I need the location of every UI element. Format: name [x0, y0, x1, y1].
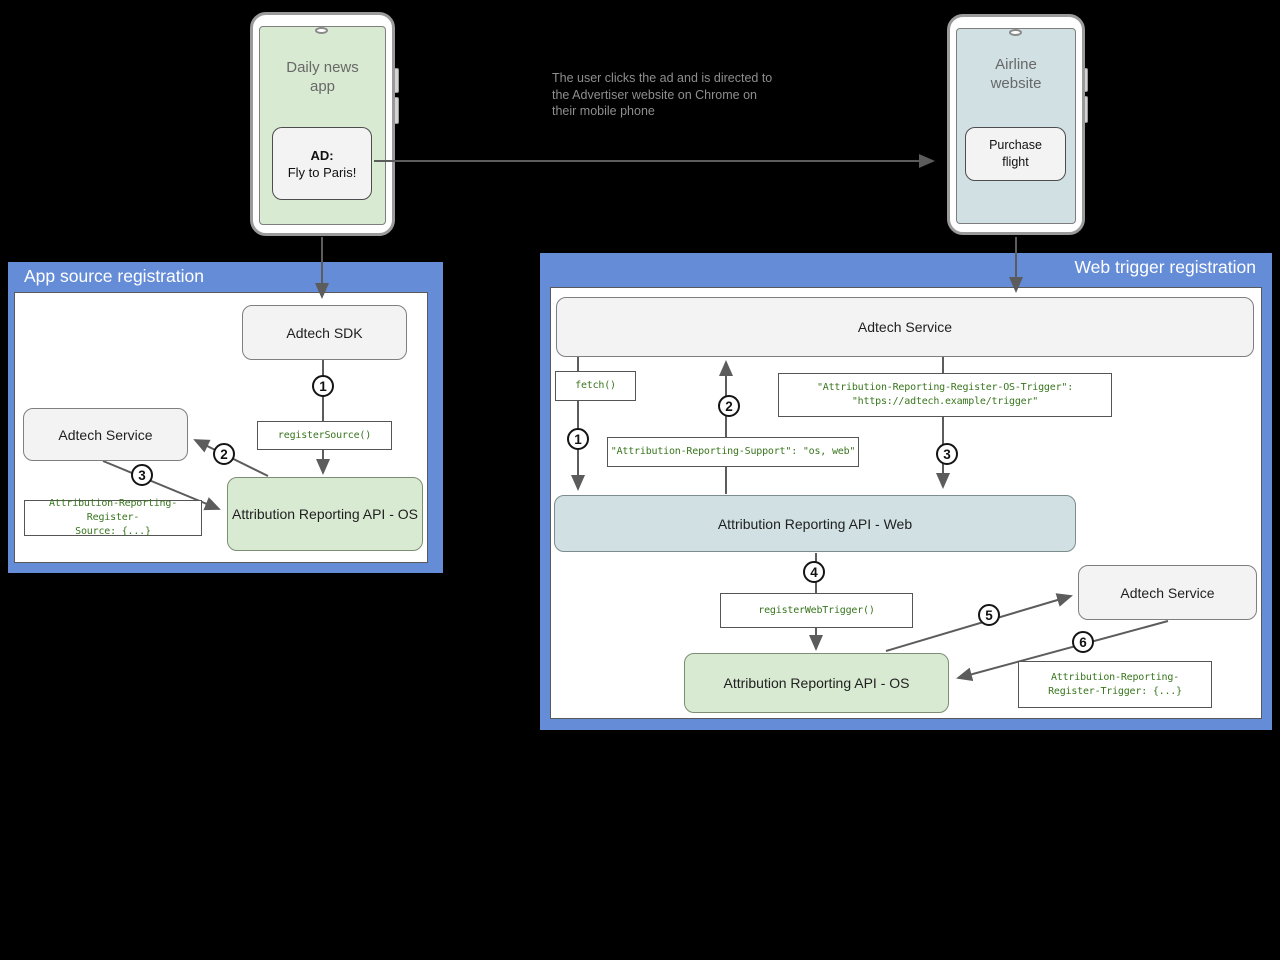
- web-adtech-service-right-label: Adtech Service: [1120, 584, 1215, 601]
- web-adtech-service-right-node: Adtech Service: [1078, 565, 1257, 620]
- web-ara-os-node: Attribution Reporting API - OS: [684, 653, 949, 713]
- purchase-flight-card[interactable]: Purchase flight: [965, 127, 1066, 181]
- web-register-web-trigger-label: registerWebTrigger(): [758, 604, 875, 616]
- web-fetch-call: fetch(): [555, 371, 636, 401]
- web-trigger-panel-title: Web trigger registration: [1074, 257, 1256, 277]
- web-register-trigger-header-label: Attribution-Reporting- Register-Trigger:…: [1048, 671, 1182, 697]
- app-register-source-header-label: Attribution-Reporting-Register- Source: …: [48, 498, 178, 537]
- app-ara-os-label: Attribution Reporting API - OS: [232, 506, 418, 522]
- app-register-source-call: registerSource(): [257, 421, 392, 450]
- web-step-3-badge: 3: [936, 443, 958, 465]
- web-step-5-badge: 5: [978, 604, 1000, 626]
- web-adtech-service-top-node: Adtech Service: [556, 297, 1254, 357]
- web-ara-os-label: Attribution Reporting API - OS: [723, 675, 910, 691]
- phone-news-camera-icon: [315, 27, 328, 34]
- phone-airline-camera-icon: [1009, 29, 1022, 36]
- arrow-web-step5: [885, 593, 1073, 652]
- app-step-1-badge: 1: [312, 375, 334, 397]
- ad-card[interactable]: AD: Fly to Paris!: [272, 127, 372, 200]
- app-step-3-badge: 3: [131, 464, 153, 486]
- app-adtech-sdk-label: Adtech SDK: [286, 324, 363, 341]
- web-step-1-badge: 1: [567, 428, 589, 450]
- web-step-2-badge: 2: [718, 395, 740, 417]
- app-step-2-badge: 2: [213, 443, 235, 465]
- user-click-annotation: The user clicks the ad and is directed t…: [552, 71, 773, 118]
- web-os-trigger-header: "Attribution-Reporting-Register-OS-Trigg…: [778, 373, 1112, 417]
- web-support-header-label: "Attribution-Reporting-Support": "os, we…: [610, 446, 856, 457]
- phone-airline-title: Airline website: [990, 56, 1042, 92]
- web-adtech-service-top-label: Adtech Service: [857, 319, 953, 335]
- web-ara-web-label: Attribution Reporting API - Web: [717, 515, 913, 532]
- web-ara-web-node: Attribution Reporting API - Web: [554, 495, 1076, 552]
- phone-news-title: Daily news app: [286, 59, 359, 95]
- app-source-panel-title: App source registration: [24, 266, 204, 286]
- app-adtech-service-node: Adtech Service: [23, 408, 188, 461]
- ad-card-title: AD:: [310, 147, 334, 163]
- app-adtech-sdk-node: Adtech SDK: [242, 305, 407, 360]
- web-step-6-badge: 6: [1072, 631, 1094, 653]
- ad-card-text: Fly to Paris!: [287, 164, 357, 180]
- web-fetch-label: fetch(): [575, 380, 616, 391]
- web-register-web-trigger-call: registerWebTrigger(): [720, 593, 913, 628]
- purchase-flight-label: Purchase flight: [989, 138, 1042, 169]
- web-support-header: "Attribution-Reporting-Support": "os, we…: [607, 437, 859, 467]
- arrow-web-step6: [956, 620, 1169, 682]
- app-register-source-header: Attribution-Reporting-Register- Source: …: [24, 498, 202, 537]
- app-ara-os-node: Attribution Reporting API - OS: [227, 477, 423, 551]
- app-adtech-service-label: Adtech Service: [58, 426, 153, 443]
- web-step-4-badge: 4: [803, 561, 825, 583]
- phone-airline-screen: [956, 28, 1076, 224]
- app-register-source-label: registerSource(): [277, 429, 372, 441]
- web-os-trigger-header-label: "Attribution-Reporting-Register-OS-Trigg…: [816, 382, 1074, 407]
- web-register-trigger-header: Attribution-Reporting- Register-Trigger:…: [1018, 661, 1212, 708]
